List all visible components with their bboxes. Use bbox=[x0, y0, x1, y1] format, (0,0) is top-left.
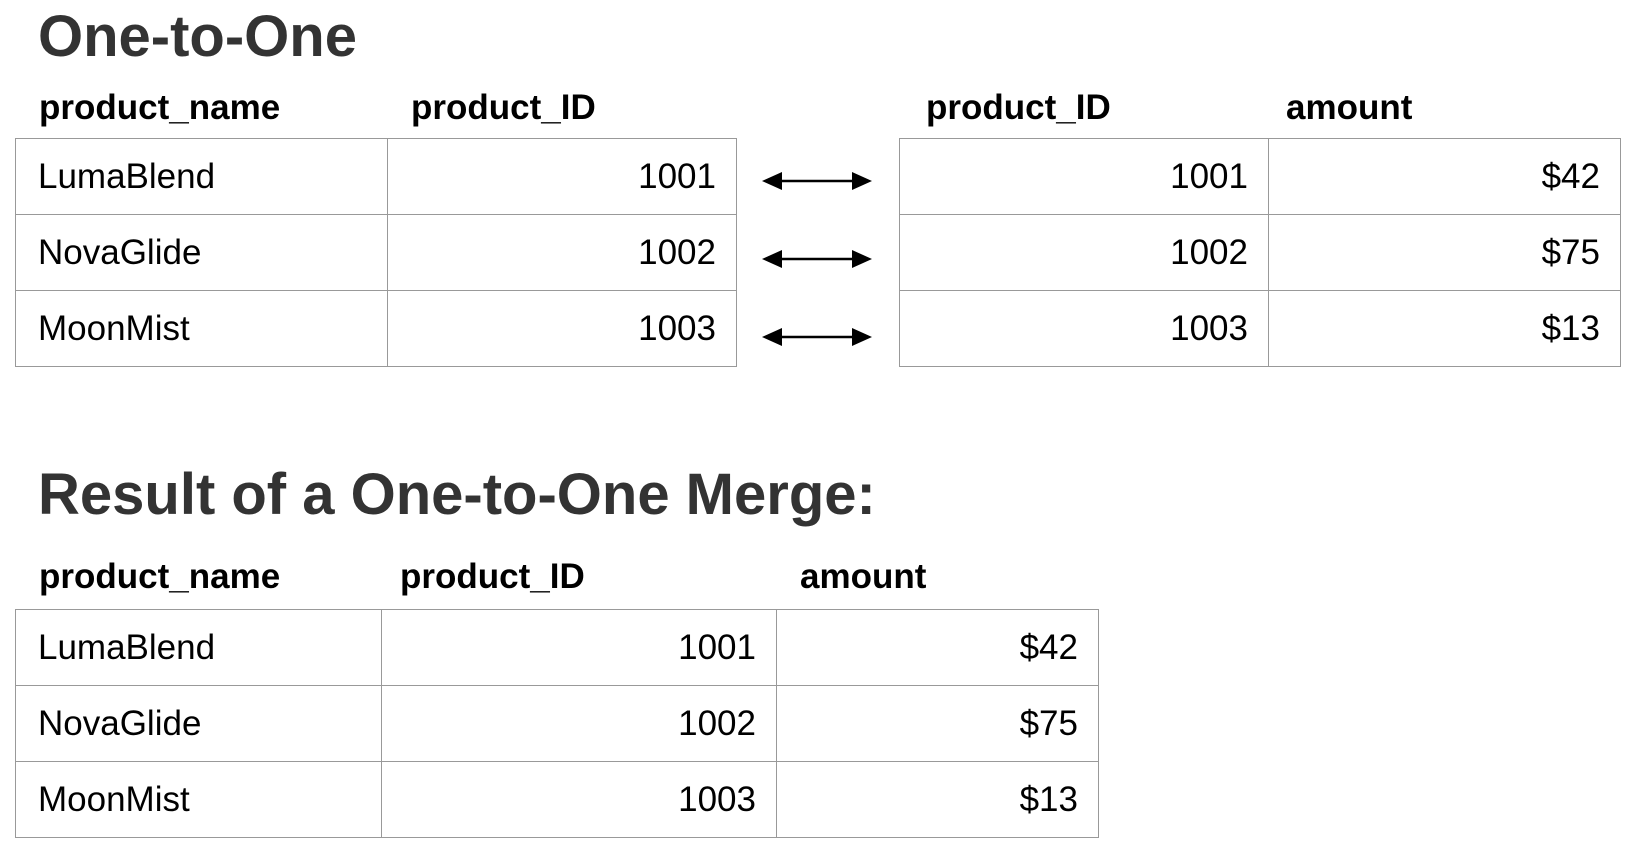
cell-amount: $75 bbox=[776, 685, 1099, 762]
table-row: NovaGlide 1002 bbox=[15, 214, 737, 291]
table-row: 1001 $42 bbox=[899, 138, 1621, 215]
cell-product-id: 1002 bbox=[387, 214, 737, 291]
column-header-product-id: product_ID bbox=[400, 557, 585, 596]
table-row: LumaBlend 1001 $42 bbox=[15, 609, 1099, 686]
cell-product-id: 1003 bbox=[381, 761, 777, 838]
cell-amount: $75 bbox=[1268, 214, 1621, 291]
result-table-headers: product_name product_ID amount bbox=[15, 557, 1115, 597]
cell-amount: $13 bbox=[776, 761, 1099, 838]
cell-product-id: 1003 bbox=[899, 290, 1269, 367]
table-row: 1003 $13 bbox=[899, 290, 1621, 367]
double-arrow-icon bbox=[762, 250, 872, 268]
table-row: 1002 $75 bbox=[899, 214, 1621, 291]
cell-product-id: 1001 bbox=[381, 609, 777, 686]
right-table-headers: product_ID amount bbox=[899, 88, 1619, 128]
column-header-amount: amount bbox=[1286, 88, 1413, 127]
right-table: 1001 $42 1002 $75 1003 $13 bbox=[899, 138, 1621, 367]
cell-product-name: LumaBlend bbox=[15, 138, 388, 215]
cell-product-name: MoonMist bbox=[15, 290, 388, 367]
cell-amount: $13 bbox=[1268, 290, 1621, 367]
cell-product-name: LumaBlend bbox=[15, 609, 382, 686]
cell-product-id: 1001 bbox=[899, 138, 1269, 215]
double-arrow-icon bbox=[762, 328, 872, 346]
left-table-headers: product_name product_ID bbox=[15, 88, 735, 128]
column-header-product-id: product_ID bbox=[411, 88, 596, 127]
cell-product-id: 1003 bbox=[387, 290, 737, 367]
double-arrow-icon bbox=[762, 172, 872, 190]
cell-amount: $42 bbox=[776, 609, 1099, 686]
cell-product-id: 1002 bbox=[381, 685, 777, 762]
table-row: LumaBlend 1001 bbox=[15, 138, 737, 215]
column-header-amount: amount bbox=[800, 557, 927, 596]
result-section-title: Result of a One-to-One Merge: bbox=[38, 462, 876, 527]
table-row: MoonMist 1003 $13 bbox=[15, 761, 1099, 838]
cell-product-id: 1002 bbox=[899, 214, 1269, 291]
cell-product-name: NovaGlide bbox=[15, 214, 388, 291]
column-header-product-name: product_name bbox=[39, 557, 281, 596]
section-one-title: One-to-One bbox=[38, 4, 357, 69]
table-row: MoonMist 1003 bbox=[15, 290, 737, 367]
result-table: LumaBlend 1001 $42 NovaGlide 1002 $75 Mo… bbox=[15, 609, 1099, 838]
column-header-product-name: product_name bbox=[39, 88, 281, 127]
cell-product-id: 1001 bbox=[387, 138, 737, 215]
cell-product-name: NovaGlide bbox=[15, 685, 382, 762]
column-header-product-id: product_ID bbox=[926, 88, 1111, 127]
left-table: LumaBlend 1001 NovaGlide 1002 MoonMist 1… bbox=[15, 138, 737, 367]
cell-amount: $42 bbox=[1268, 138, 1621, 215]
table-row: NovaGlide 1002 $75 bbox=[15, 685, 1099, 762]
cell-product-name: MoonMist bbox=[15, 761, 382, 838]
